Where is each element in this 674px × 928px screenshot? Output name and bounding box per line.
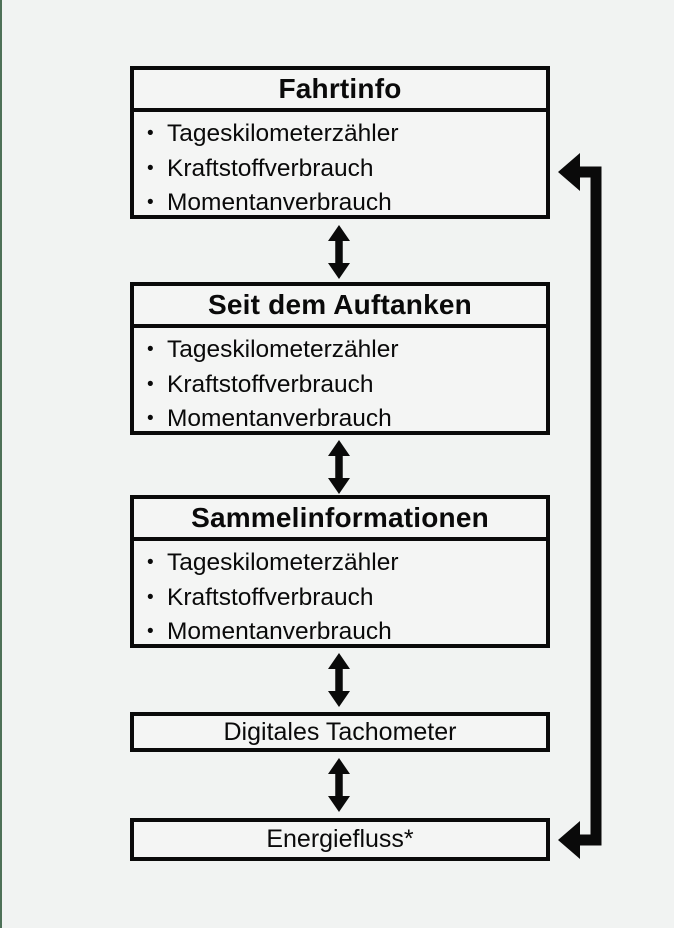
- box-sammelinformationen-items: Tageskilometerzähler Kraftstoffverbrauch…: [134, 546, 546, 650]
- list-item: Momentanverbrauch: [146, 615, 546, 650]
- wraparound-arrow: [558, 153, 602, 859]
- list-item: Momentanverbrauch: [146, 186, 546, 221]
- box-seit-dem-auftanken-title: Seit dem Auftanken: [134, 286, 546, 328]
- list-item: Kraftstoffverbrauch: [146, 152, 546, 187]
- list-item: Kraftstoffverbrauch: [146, 581, 546, 616]
- box-fahrtinfo-items: Tageskilometerzähler Kraftstoffverbrauch…: [134, 117, 546, 221]
- double-arrow-tachometer-energiefluss: [328, 758, 350, 812]
- box-seit-dem-auftanken-items: Tageskilometerzähler Kraftstoffverbrauch…: [134, 333, 546, 437]
- box-digitales-tachometer-label: Digitales Tachometer: [223, 717, 457, 746]
- box-digitales-tachometer: Digitales Tachometer: [130, 712, 550, 752]
- box-fahrtinfo-title: Fahrtinfo: [134, 70, 546, 112]
- double-arrow-sammel-tachometer: [328, 653, 350, 707]
- box-energiefluss-label: Energiefluss*: [266, 825, 414, 853]
- list-item: Kraftstoffverbrauch: [146, 368, 546, 403]
- box-fahrtinfo: Fahrtinfo Tageskilometerzähler Kraftstof…: [130, 66, 550, 221]
- list-item: Momentanverbrauch: [146, 402, 546, 437]
- list-item: Tageskilometerzähler: [146, 546, 546, 581]
- box-seit-dem-auftanken: Seit dem Auftanken Tageskilometerzähler …: [130, 282, 550, 437]
- list-item: Tageskilometerzähler: [146, 117, 546, 152]
- box-sammelinformationen: Sammelinformationen Tageskilometerzähler…: [130, 495, 550, 650]
- box-sammelinformationen-title: Sammelinformationen: [134, 499, 546, 541]
- double-arrow-auftanken-sammel: [328, 440, 350, 494]
- double-arrow-fahrtinfo-auftanken: [328, 225, 350, 279]
- box-energiefluss: Energiefluss*: [130, 818, 550, 861]
- list-item: Tageskilometerzähler: [146, 333, 546, 368]
